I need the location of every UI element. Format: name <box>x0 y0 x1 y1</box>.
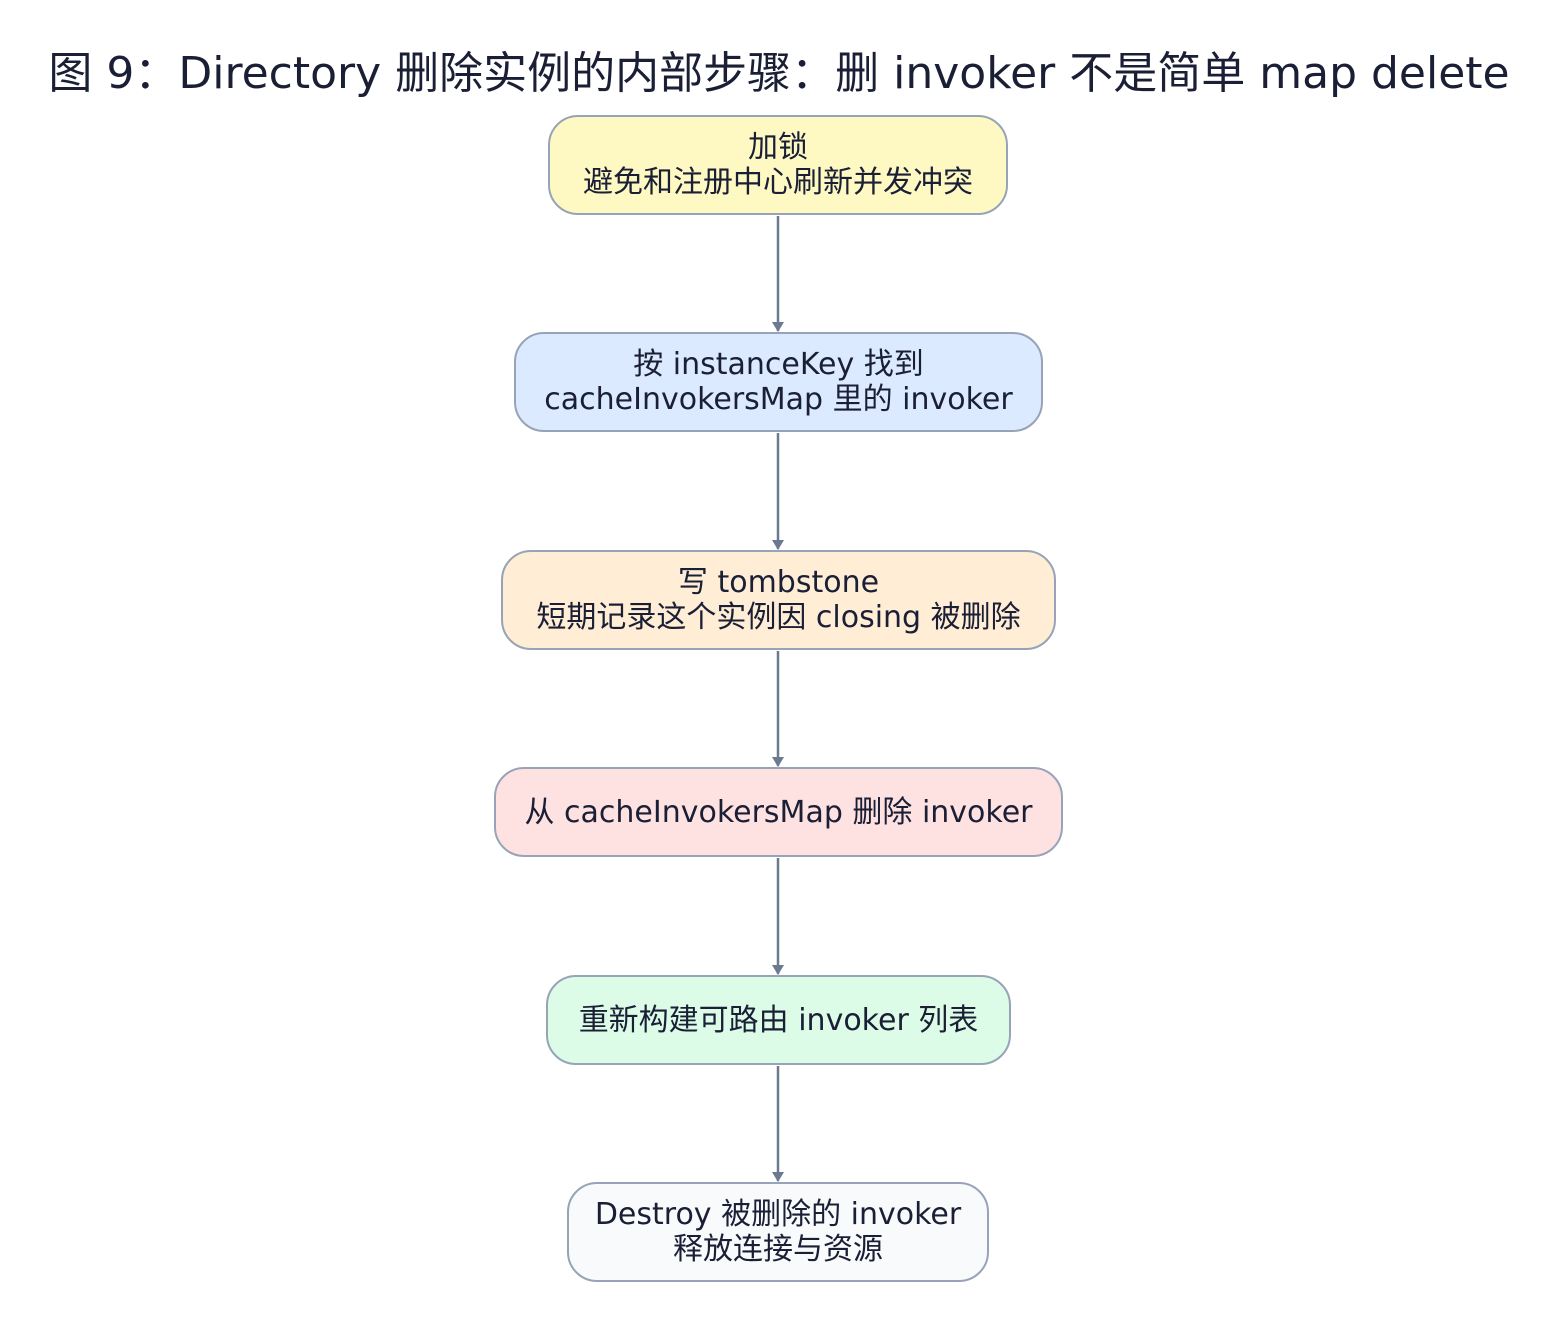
step-destroy-title: Destroy 被删除的 invoker <box>594 1197 962 1232</box>
step-tombstone-node: 写 tombstone 短期记录这个实例因 closing 被删除 <box>501 550 1056 650</box>
step-lock-detail: 避免和注册中心刷新并发冲突 <box>583 165 973 200</box>
step-remove-node: 从 cacheInvokersMap 删除 invoker <box>494 767 1063 857</box>
step-rebuild-node: 重新构建可路由 invoker 列表 <box>546 975 1011 1065</box>
step-tombstone-title: 写 tombstone <box>677 565 880 600</box>
step-rebuild-title: 重新构建可路由 invoker 列表 <box>578 1002 979 1038</box>
step-destroy-detail: 释放连接与资源 <box>673 1232 883 1267</box>
step-lock-node: 加锁 避免和注册中心刷新并发冲突 <box>548 115 1008 215</box>
step-destroy-node: Destroy 被删除的 invoker 释放连接与资源 <box>567 1182 989 1282</box>
diagram-title: 图 9：Directory 删除实例的内部步骤：删 invoker 不是简单 m… <box>48 48 1510 99</box>
step-find-invoker-title: 按 instanceKey 找到 <box>633 347 924 382</box>
step-find-invoker-detail: cacheInvokersMap 里的 invoker <box>544 382 1013 417</box>
step-tombstone-detail: 短期记录这个实例因 closing 被删除 <box>536 600 1021 635</box>
step-find-invoker-node: 按 instanceKey 找到 cacheInvokersMap 里的 inv… <box>514 332 1043 432</box>
step-lock-title: 加锁 <box>748 130 808 165</box>
step-remove-title: 从 cacheInvokersMap 删除 invoker <box>524 794 1033 830</box>
